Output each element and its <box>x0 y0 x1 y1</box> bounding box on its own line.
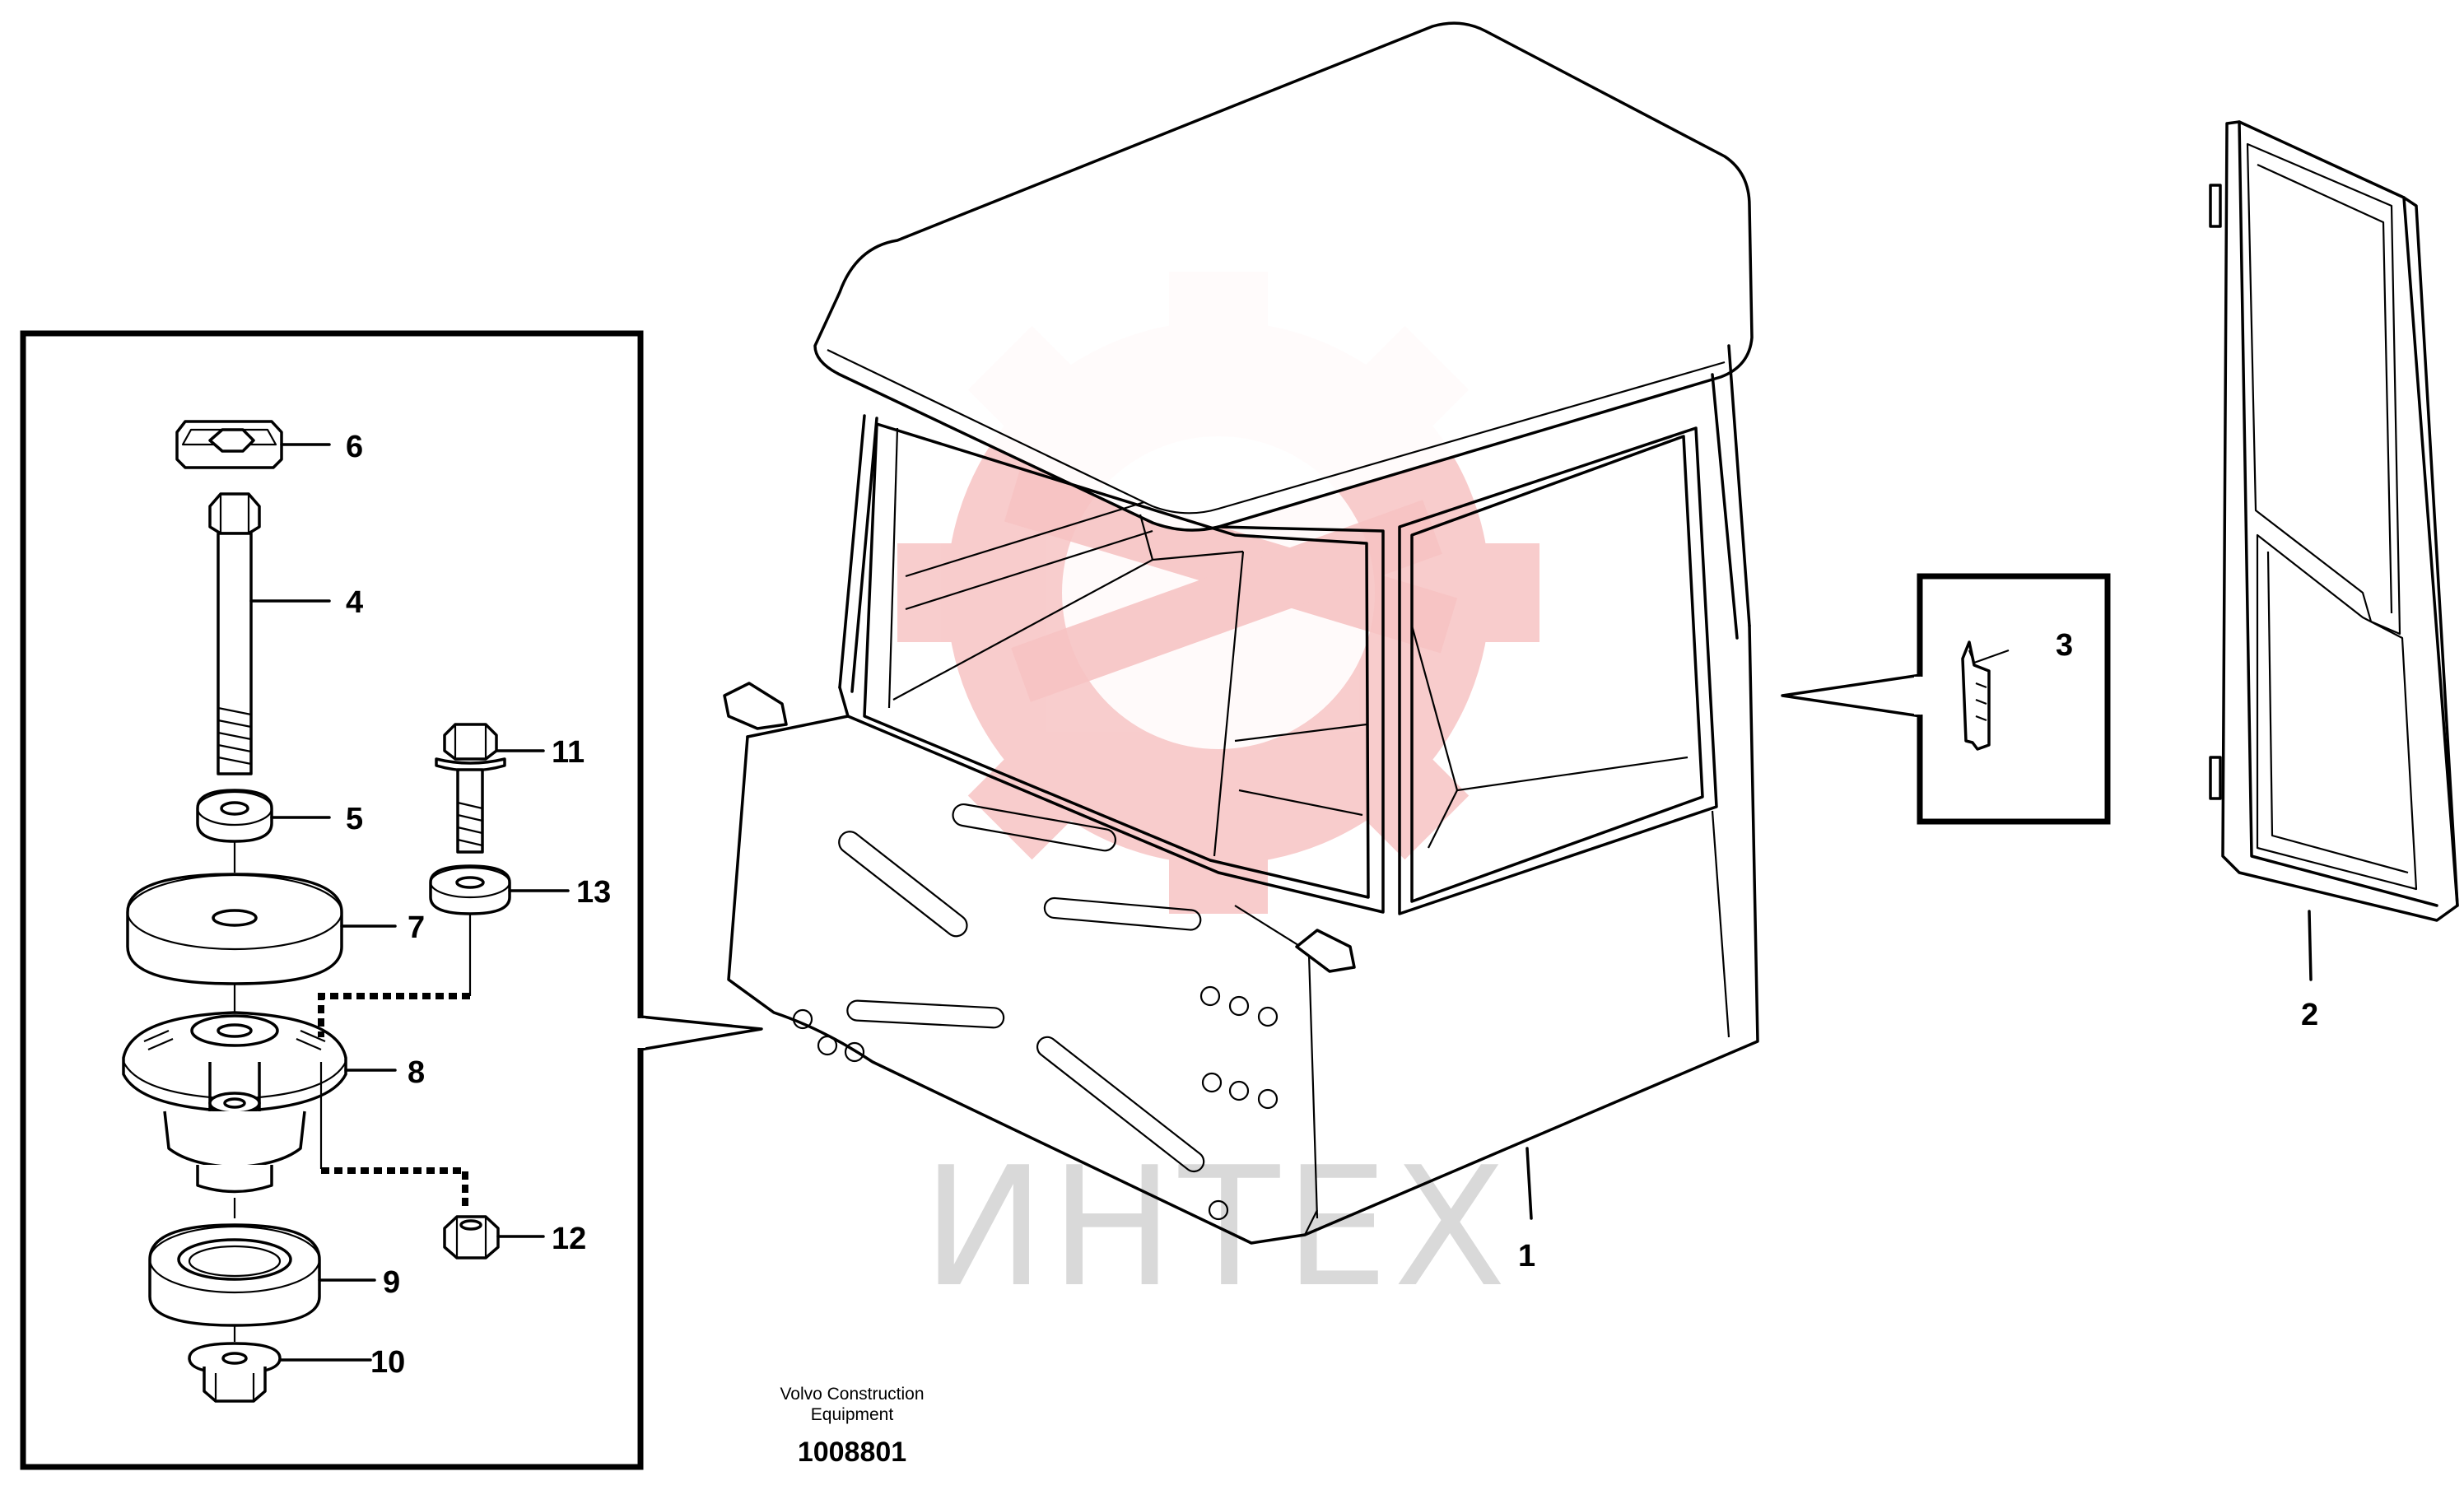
callout-labels: 1 2 3 4 5 6 7 8 9 10 11 12 13 <box>346 430 2318 1380</box>
watermark-text: ИНТЕХ <box>922 1132 1511 1324</box>
flange-nut-part <box>188 1342 282 1403</box>
callout-2: 2 <box>2301 998 2318 1032</box>
callout-12: 12 <box>552 1222 586 1256</box>
callout-5: 5 <box>346 802 363 836</box>
callout-3: 3 <box>2056 628 2073 663</box>
rubber-mount-part <box>122 1011 347 1194</box>
callout-9: 9 <box>383 1265 400 1300</box>
square-washer-part <box>175 420 283 469</box>
callout-1: 1 <box>1518 1239 1535 1274</box>
document-number: 1008801 <box>798 1436 906 1468</box>
callout-13: 13 <box>576 875 611 910</box>
cab-assembly <box>723 21 1759 1245</box>
callout-7: 7 <box>408 910 425 945</box>
washer-part <box>196 789 273 843</box>
hex-nut-part <box>443 1215 500 1260</box>
cab-mount-detail-box <box>20 330 763 1470</box>
small-washer-part <box>429 864 511 915</box>
disc-part <box>126 873 343 985</box>
sleeve-part <box>148 1223 321 1327</box>
door-frame <box>2209 120 2459 981</box>
bolt-long-part <box>208 492 261 775</box>
company-name-line2: Equipment <box>811 1405 894 1424</box>
company-name-line1: Volvo Construction <box>780 1385 924 1404</box>
callout-11: 11 <box>552 735 585 770</box>
callout-6: 6 <box>346 430 363 464</box>
seal-detail-box <box>1781 573 2111 825</box>
document-footer: Volvo Construction Equipment 1008801 <box>780 1385 924 1468</box>
bolt-short-part <box>435 723 506 854</box>
callout-10: 10 <box>370 1345 405 1380</box>
callout-4: 4 <box>346 585 363 620</box>
callout-8: 8 <box>408 1055 425 1090</box>
